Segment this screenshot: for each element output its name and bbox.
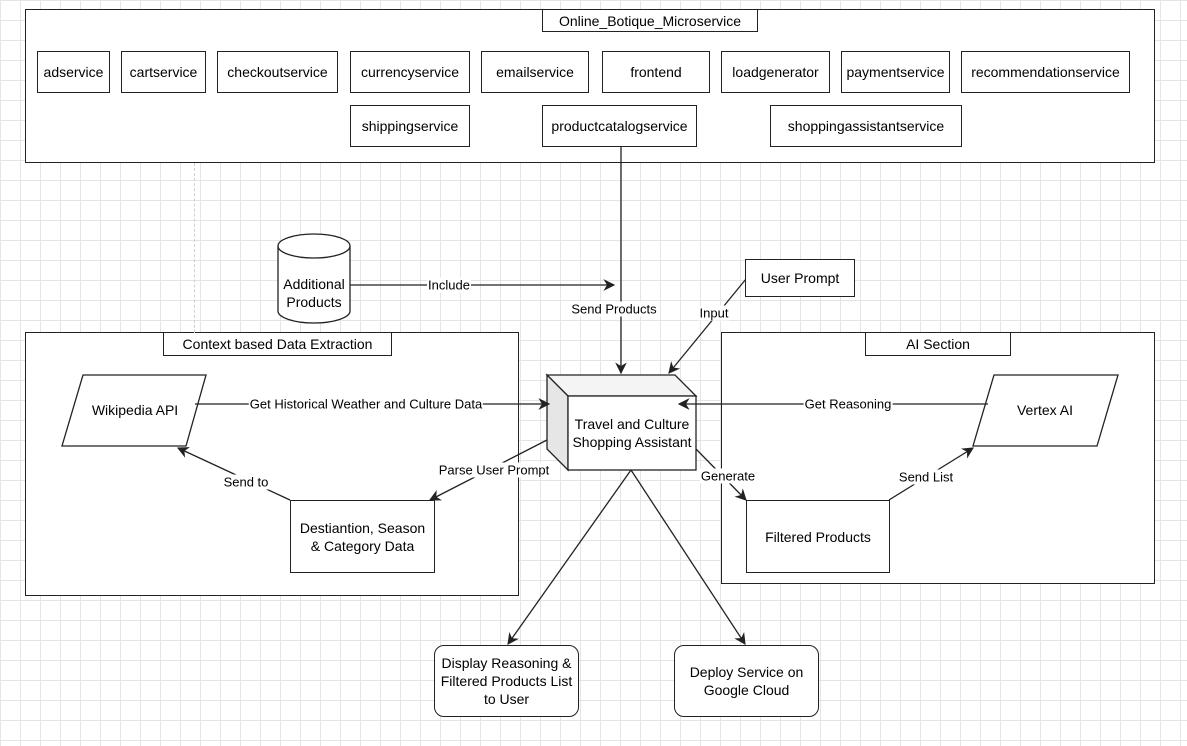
edge-label-parse-user-prompt: Parse User Prompt	[437, 462, 551, 478]
edge-label-send-list: Send List	[897, 469, 955, 485]
user-prompt-node: User Prompt	[745, 259, 855, 297]
service-checkoutservice: checkoutservice	[217, 51, 338, 93]
edge-send-to	[176, 447, 291, 501]
display-reasoning-node: Display Reasoning & Filtered Products Li…	[434, 645, 579, 717]
vertex-ai-parallelogram	[972, 374, 1119, 447]
service-shippingservice: shippingservice	[350, 105, 470, 147]
edge-label-include: Include	[427, 277, 471, 293]
service-cartservice: cartservice	[121, 51, 206, 93]
deploy-service-node: Deploy Service on Google Cloud	[674, 645, 819, 717]
wikipedia-api-label: Wikipedia API	[91, 402, 179, 418]
service-currencyservice: currencyservice	[350, 51, 470, 93]
wikipedia-api-parallelogram	[61, 374, 207, 447]
filtered-products-node: Filtered Products	[746, 500, 890, 573]
service-shoppingassistantservice: shoppingassistantservice	[770, 105, 962, 147]
service-adservice: adservice	[37, 51, 110, 93]
destination-data-node: Destiantion, Season & Category Data	[290, 500, 435, 573]
service-emailservice: emailservice	[481, 51, 589, 93]
context-section-title: Context based Data Extraction	[163, 332, 392, 356]
edge-label-send-products: Send Products	[570, 301, 658, 317]
edge-input	[668, 278, 747, 374]
ai-section-title: AI Section	[865, 332, 1011, 356]
guide-line	[194, 163, 195, 333]
edge-label-get-historical: Get Historical Weather and Culture Data	[248, 396, 484, 412]
service-paymentservice: paymentservice	[841, 51, 950, 93]
additional-products-label: Additional Products	[283, 276, 345, 310]
service-loadgenerator: loadgenerator	[721, 51, 830, 93]
edge-label-get-reasoning: Get Reasoning	[803, 396, 893, 412]
service-recommendationservice: recommendationservice	[961, 51, 1130, 93]
edge-label-generate: Generate	[699, 468, 757, 484]
edge-deploy-service	[630, 469, 746, 645]
vertex-ai-label: Vertex AI	[1016, 402, 1074, 418]
assistant-cube-icon	[545, 373, 698, 472]
service-frontend: frontend	[602, 51, 710, 93]
edge-label-send-to: Send to	[222, 474, 270, 490]
edge-display-reasoning	[507, 469, 632, 645]
assistant-label: Travel and Culture Shopping Assistant	[572, 416, 692, 450]
microservices-title: Online_Botique_Microservice	[542, 9, 758, 32]
database-cylinder-icon	[277, 233, 351, 324]
edge-label-input: Input	[698, 305, 730, 321]
service-productcatalogservice: productcatalogservice	[542, 105, 697, 147]
